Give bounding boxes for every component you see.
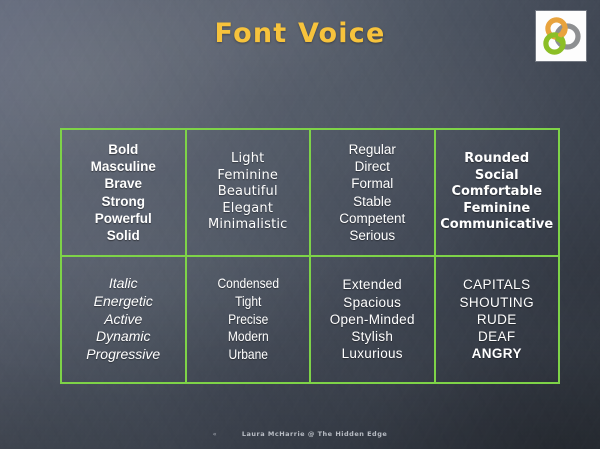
voice-word: Italic [108,274,138,291]
voice-word-list: CAPITALS SHOUTING RUDE DEAF ANGRY [439,276,556,362]
voice-word: Stable [353,193,392,209]
footer-credit-text: Laura McHarrie @ The Hidden Edge [241,430,388,438]
voice-word: Comfortable [451,184,543,200]
voice-word: Strong [101,193,146,209]
voice-word: SHOUTING [459,294,534,310]
voice-cell-capitals: CAPITALS SHOUTING RUDE DEAF ANGRY [433,255,560,384]
font-voice-table: Bold Masculine Brave Strong Powerful Sol… [60,128,560,384]
voice-cell-regular: Regular Direct Formal Stable Competent S… [309,128,436,257]
voice-word: Powerful [94,210,152,226]
voice-word: Progressive [86,346,161,363]
voice-word: Communicative [440,217,554,233]
brand-logo [536,11,586,61]
voice-word: Luxurious [341,346,403,362]
voice-word: RUDE [476,311,517,327]
table-row: Bold Masculine Brave Strong Powerful Sol… [60,128,560,257]
voice-word: Light [231,150,265,166]
page-title: Font Voice [214,18,386,49]
voice-word: Urbane [227,346,268,363]
voice-word-list: Bold Masculine Brave Strong Powerful Sol… [65,141,182,245]
voice-word: DEAF [477,329,516,345]
voice-word: CAPITALS [463,277,531,293]
voice-cell-bold: Bold Masculine Brave Strong Powerful Sol… [60,128,187,257]
voice-word: Stylish [351,329,394,345]
voice-word: Extended [342,277,402,293]
voice-word: Spacious [343,294,402,310]
voice-word: Precise [227,310,268,327]
voice-word: Competent [339,210,406,226]
voice-word: Energetic [93,292,153,309]
voice-word: Direct [354,158,390,174]
voice-word: Brave [104,176,143,192]
voice-word: Minimalistic [207,217,288,233]
voice-word: Active [104,310,143,327]
table-row: Italic Energetic Active Dynamic Progress… [60,255,560,384]
voice-word-list: Extended Spacious Open-Minded Stylish Lu… [314,276,431,362]
voice-word-list: Light Feminine Beautiful Elegant Minimal… [190,151,307,234]
voice-word: Masculine [90,158,156,174]
voice-word: Elegant [222,200,274,216]
footer-credit: « Laura McHarrie @ The Hidden Edge [0,430,600,438]
voice-word-emphasized: ANGRY [471,346,522,362]
voice-word-list: Regular Direct Formal Stable Competent S… [314,141,431,245]
voice-cell-extended: Extended Spacious Open-Minded Stylish Lu… [309,255,436,384]
voice-word-list: Condensed Tight Precise Modern Urbane [198,275,298,365]
voice-word: Feminine [463,200,531,216]
voice-word: Rounded [464,150,530,166]
voice-word: Social [474,167,519,183]
voice-word: Bold [108,141,139,157]
voice-word-list: Italic Energetic Active Dynamic Progress… [65,275,182,365]
footer-mark: « [212,431,218,438]
voice-cell-condensed: Condensed Tight Precise Modern Urbane [184,255,311,384]
voice-word: Tight [234,292,261,309]
voice-word: Solid [106,228,140,244]
voice-word: Formal [351,176,394,192]
voice-cell-light: Light Feminine Beautiful Elegant Minimal… [184,128,311,257]
voice-word: Open-Minded [329,311,415,327]
voice-word: Regular [348,141,396,157]
voice-cell-italic: Italic Energetic Active Dynamic Progress… [60,255,187,384]
voice-word: Feminine [217,167,279,183]
voice-word-list: Rounded Social Comfortable Feminine Comm… [439,151,556,234]
voice-word: Modern [227,328,269,345]
voice-word: Dynamic [96,328,151,345]
voice-word: Beautiful [217,184,278,200]
voice-cell-rounded: Rounded Social Comfortable Feminine Comm… [433,128,560,257]
voice-word: Condensed [216,274,279,291]
voice-word: Serious [349,228,396,244]
